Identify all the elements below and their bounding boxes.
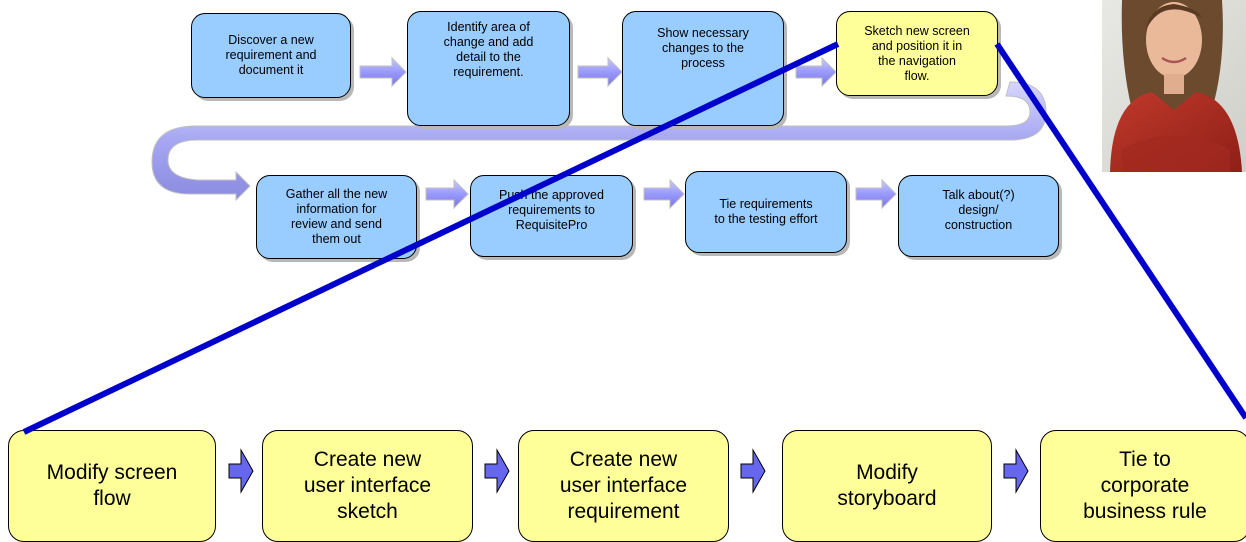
detail-step-label: Modify screen flow bbox=[46, 461, 178, 510]
arrow-step1-step2 bbox=[359, 56, 407, 88]
arrow-step6-step7 bbox=[643, 178, 685, 210]
process-step-label: Sketch new screen and position it in the… bbox=[864, 23, 970, 83]
detail-step-create-ui-sketch: Create new user interface sketch bbox=[262, 430, 473, 542]
arrow-step7-step8 bbox=[855, 178, 897, 210]
process-step-show-changes: Show necessary changes to the process bbox=[622, 11, 784, 126]
process-step-discover: Discover a new requirement and document … bbox=[191, 13, 351, 98]
process-step-label: Show necessary changes to the process bbox=[657, 26, 749, 70]
arrow-step2-step3 bbox=[577, 56, 623, 88]
process-step-push-requisitepro: Push the approved requirements to Requis… bbox=[470, 175, 633, 257]
process-step-label: Tie requirements to the testing effort bbox=[714, 197, 818, 226]
process-step-tie-testing: Tie requirements to the testing effort bbox=[685, 171, 847, 253]
detail-step-tie-business-rule: Tie to corporate business rule bbox=[1040, 430, 1246, 542]
arrow-detail3-detail4 bbox=[740, 448, 766, 494]
arrow-detail4-detail5 bbox=[1003, 448, 1029, 494]
detail-step-label: Create new user interface sketch bbox=[303, 448, 432, 523]
process-step-label: Push the approved requirements to Requis… bbox=[499, 188, 604, 232]
detail-step-label: Tie to corporate business rule bbox=[1083, 448, 1207, 523]
process-step-sketch-screen: Sketch new screen and position it in the… bbox=[836, 11, 998, 96]
process-step-talk-design: Talk about(?) design/ construction bbox=[898, 175, 1059, 257]
detail-step-label: Modify storyboard bbox=[837, 461, 937, 510]
arrow-step3-step4 bbox=[795, 56, 837, 88]
process-step-label: Discover a new requirement and document … bbox=[225, 33, 317, 77]
process-step-gather: Gather all the new information for revie… bbox=[256, 175, 417, 259]
process-step-label: Gather all the new information for revie… bbox=[285, 187, 388, 246]
detail-step-modify-screen-flow: Modify screen flow bbox=[8, 430, 216, 542]
person-photo bbox=[1102, 0, 1246, 172]
arrow-detail1-detail2 bbox=[228, 448, 254, 494]
detail-step-create-ui-requirement: Create new user interface requirement bbox=[518, 430, 729, 542]
process-step-label: Identify area of change and add detail t… bbox=[443, 20, 534, 79]
detail-step-label: Create new user interface requirement bbox=[559, 448, 688, 523]
arrow-step5-step6 bbox=[425, 178, 469, 210]
arrow-detail2-detail3 bbox=[484, 448, 510, 494]
process-step-identify: Identify area of change and add detail t… bbox=[407, 11, 570, 126]
detail-step-modify-storyboard: Modify storyboard bbox=[782, 430, 992, 542]
process-step-label: Talk about(?) design/ construction bbox=[942, 188, 1015, 232]
